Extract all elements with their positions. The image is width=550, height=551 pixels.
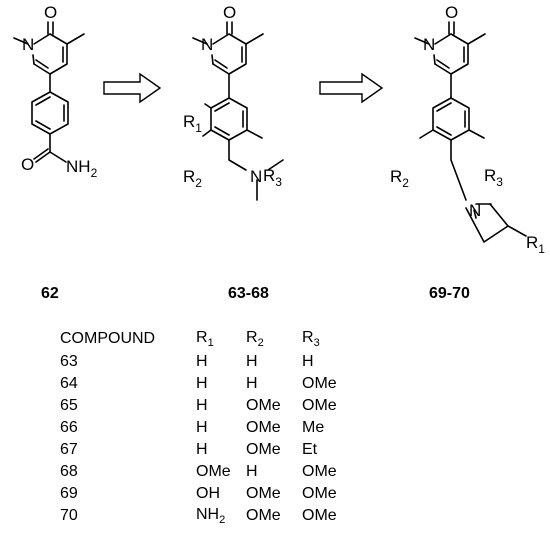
cell-r1: H	[196, 419, 208, 436]
cell-r1: OH	[196, 485, 220, 502]
table-row: 65 H OMe OMe	[60, 395, 362, 417]
cell-r1: H	[196, 375, 208, 392]
header-r2: R2	[246, 328, 264, 350]
atom-r3-63: R3	[263, 166, 282, 189]
structure-63-68: N O R1 R2 R3 N	[183, 3, 284, 201]
cell-r3: OMe	[302, 375, 337, 392]
atom-r1-69: R1	[526, 233, 545, 256]
cell-r3: Me	[302, 419, 325, 436]
cell-r3: OMe	[302, 507, 337, 524]
cell-compound: 64	[60, 375, 78, 392]
table-row: 69 OH OMe OMe	[60, 483, 362, 505]
table-row: 70 NH2 OMe OMe	[60, 505, 362, 527]
table-row: 63 H H H	[60, 351, 362, 373]
cell-r2: H	[246, 463, 258, 480]
cell-r1: OMe	[196, 463, 231, 480]
header-compound: COMPOUND	[60, 330, 156, 347]
header-r1: R1	[196, 328, 214, 350]
cell-compound: 66	[60, 419, 78, 436]
cell-r1: H	[196, 353, 208, 370]
cell-r3: Et	[302, 441, 318, 458]
reaction-scheme: N O O NH2 N O R1 R2 R3 N	[13, 3, 545, 302]
table-row: 66 H OMe Me	[60, 417, 362, 439]
table-row: 67 H OMe Et	[60, 439, 362, 461]
table-row: 64 H H OMe	[60, 373, 362, 395]
cell-r1: H	[196, 441, 208, 458]
header-r3: R3	[302, 328, 320, 350]
cell-r2: OMe	[246, 441, 281, 458]
compound-label-63-68: 63-68	[228, 285, 269, 302]
atom-nh2-62: NH2	[66, 157, 98, 180]
cell-r3: H	[302, 353, 314, 370]
structure-62: N O O NH2	[13, 3, 98, 180]
cell-r3: OMe	[302, 485, 337, 502]
substituent-table: COMPOUND R1 R2 R3 63 H H H 64 H H OMe 65…	[60, 327, 362, 527]
atom-n-62: N	[22, 35, 34, 54]
retro-arrow-2	[319, 72, 384, 104]
atom-o-69: O	[445, 3, 458, 22]
cell-compound: 65	[60, 397, 78, 414]
cell-compound: 63	[60, 353, 78, 370]
atom-n-63: N	[201, 35, 213, 54]
atom-o-63: O	[223, 3, 236, 22]
cell-compound: 67	[60, 441, 78, 458]
retro-arrow-1	[103, 72, 162, 104]
atom-r1-63: R1	[183, 112, 202, 135]
cell-compound: 70	[60, 507, 78, 524]
cell-compound: 68	[60, 463, 78, 480]
table-header-row: COMPOUND R1 R2 R3	[60, 327, 362, 351]
atom-n-69: N	[423, 35, 435, 54]
atom-n2-63: N	[250, 167, 262, 186]
cell-r2: H	[246, 353, 258, 370]
cell-r3: OMe	[302, 463, 337, 480]
cell-r3: OMe	[302, 397, 337, 414]
atom-r2-63: R2	[183, 167, 202, 190]
structure-69-70: N O R2 R3 N R1	[390, 3, 545, 256]
cell-r2: H	[246, 375, 258, 392]
cell-compound: 69	[60, 485, 78, 502]
cell-r1: NH2	[196, 505, 226, 527]
atom-r3-69: R3	[484, 166, 503, 189]
table-row: 68 OMe H OMe	[60, 461, 362, 483]
compound-label-62: 62	[41, 285, 59, 302]
atom-o2-62: O	[21, 155, 34, 174]
atom-o-62: O	[44, 3, 57, 22]
cell-r2: OMe	[246, 485, 281, 502]
cell-r2: OMe	[246, 507, 281, 524]
cell-r2: OMe	[246, 419, 281, 436]
atom-r2-69: R2	[390, 167, 409, 190]
compound-label-69-70: 69-70	[429, 285, 470, 302]
cell-r2: OMe	[246, 397, 281, 414]
atom-n2-69: N	[469, 201, 481, 220]
cell-r1: H	[196, 397, 208, 414]
